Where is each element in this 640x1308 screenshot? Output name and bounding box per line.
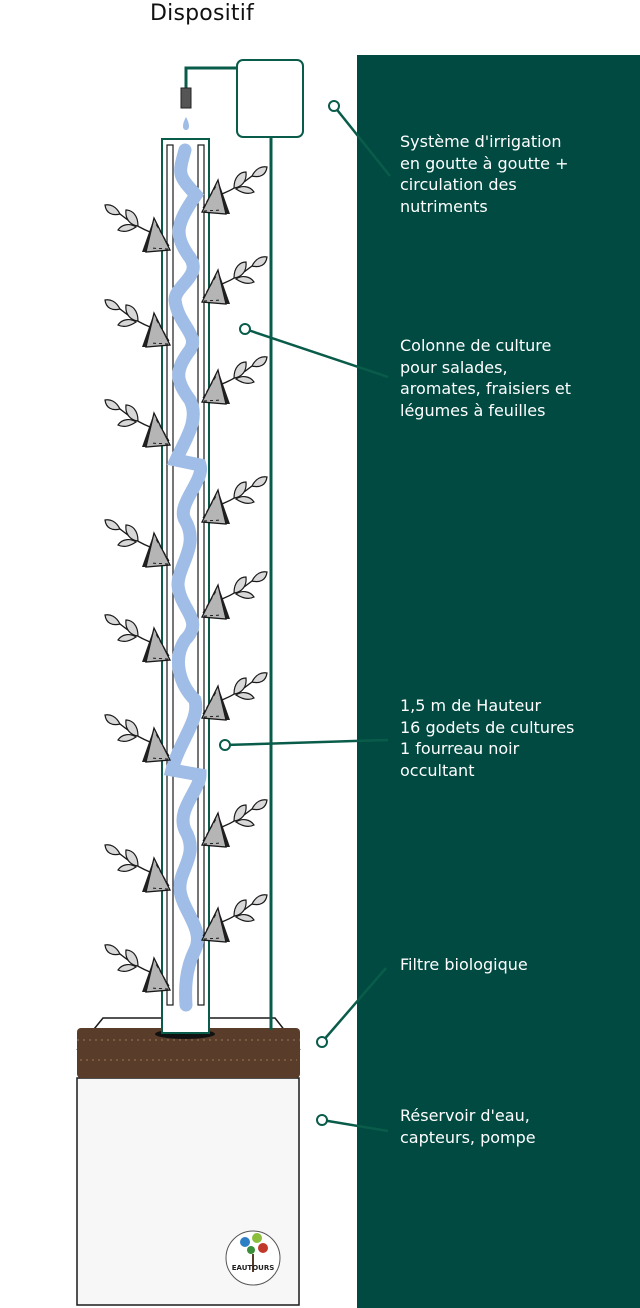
plant-sprig [104, 519, 151, 548]
leader-dots [219, 100, 340, 1126]
plant-sprig [104, 614, 151, 643]
leader-reservoir [321, 1118, 389, 1133]
leader-colonne [244, 327, 389, 379]
tree-logo-icon: EAUTOURS [225, 1230, 281, 1286]
plant-sprig [104, 944, 151, 973]
plant-sprig [104, 714, 151, 743]
plant-sprig [221, 672, 268, 701]
plant-sprig [221, 166, 268, 195]
callout-line: circulation des [400, 175, 517, 194]
plant-sprig [221, 476, 268, 505]
callout-irrigation: Système d'irrigation en goutte à goutte … [400, 131, 635, 217]
plant-sprig [221, 256, 268, 285]
callout-panel [357, 55, 640, 1308]
callout-line: aromates, fraisiers et [400, 379, 572, 398]
plant-sprig [104, 399, 151, 428]
callout-filtre: Filtre biologique [400, 954, 635, 976]
culture-column [161, 138, 210, 1034]
callout-line: légumes à feuilles [400, 400, 546, 420]
plant-sprig [104, 844, 151, 873]
callout-line: pour salades, [400, 357, 508, 377]
leader-hauteur [224, 738, 389, 747]
callout-line: 1 fourreau noir [400, 739, 520, 758]
plant-sprig [221, 799, 268, 828]
irrigation-system [180, 59, 304, 1030]
plant-sprig [104, 204, 151, 233]
callout-line: nutriments [400, 196, 488, 216]
callout-line: 16 godets de cultures [400, 717, 575, 737]
leader-irrigation [333, 105, 391, 177]
plant-sprig [221, 894, 268, 923]
plant-sprig [221, 571, 268, 600]
diagram-title: Dispositif [150, 1, 254, 26]
callout-line: Système d'irrigation [400, 132, 562, 151]
callout-line: occultant [400, 760, 475, 780]
callout-line: en goutte à goutte + [400, 153, 569, 173]
callout-line: Colonne de culture [400, 336, 552, 355]
callout-colonne: Colonne de culture pour salades, aromate… [400, 335, 635, 421]
callout-reservoir: Réservoir d'eau, capteurs, pompe [400, 1105, 635, 1148]
callout-line: Réservoir d'eau, [400, 1106, 530, 1125]
callout-line: 1,5 m de Hauteur [400, 696, 542, 715]
plant-sprig [104, 299, 151, 328]
plant-sprig [221, 356, 268, 385]
leader-filtre [321, 967, 387, 1043]
reservoir-box [76, 1017, 301, 1306]
callout-hauteur: 1,5 m de Hauteur 16 godets de cultures 1… [400, 695, 635, 781]
callout-line: Filtre biologique [400, 955, 528, 974]
logo-text: EAUTOURS [232, 1264, 275, 1272]
callout-line: capteurs, pompe [400, 1127, 536, 1147]
leader-lines [224, 105, 391, 1133]
